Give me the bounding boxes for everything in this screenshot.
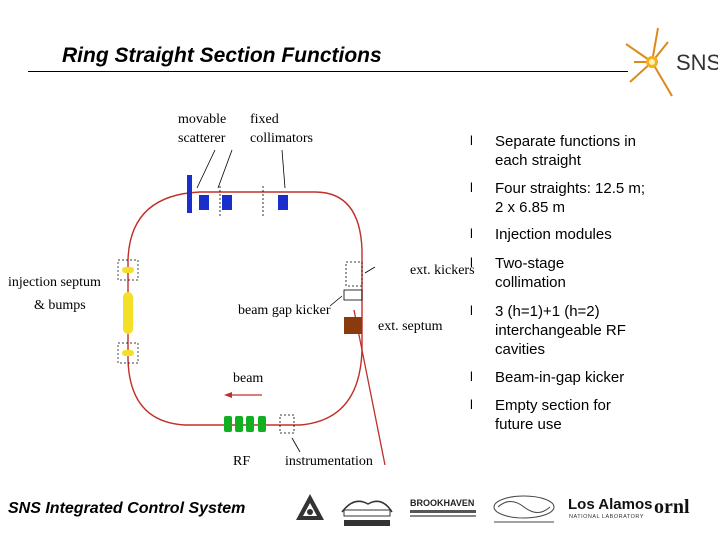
- bullet-glyph: l: [470, 255, 473, 270]
- bullet-glyph: l: [470, 226, 473, 241]
- los-alamos-logo-subtext: NATIONAL LABORATORY: [569, 514, 644, 520]
- label-beam: beam: [233, 371, 264, 386]
- ring-diagram: [117, 149, 386, 466]
- ornl-logo-text: ornl: [654, 496, 690, 518]
- title-divider: [28, 71, 628, 72]
- bullet-text: Beam-in-gap kicker: [495, 369, 625, 386]
- label-ext-kickers: ext. kickers: [410, 263, 475, 278]
- ring-outline: [127, 191, 363, 426]
- bullet-text: Two-stage collimation: [495, 255, 566, 291]
- label-instrumentation: instrumentation: [285, 454, 373, 469]
- label-injection-septum: injection septum: [8, 275, 101, 290]
- beam-gap-kicker: [343, 289, 363, 301]
- collimator-3: [278, 195, 288, 210]
- bullet-glyph: l: [470, 303, 473, 318]
- label-bumps: & bumps: [34, 298, 86, 313]
- ext-septum: [344, 317, 362, 334]
- footer-title: SNS Integrated Control System: [8, 500, 246, 517]
- rf-cavity-2: [235, 416, 243, 432]
- ext-kicker-1: [345, 261, 363, 287]
- page-title: Ring Straight Section Functions: [62, 44, 382, 67]
- bullet-glyph: l: [470, 133, 473, 148]
- sns-logo-text: SNS: [676, 50, 718, 75]
- los-alamos-logo: Los Alamos NATIONAL LABORATORY: [568, 496, 652, 522]
- rf-cavity-1: [224, 416, 232, 432]
- sns-logo: SNS: [625, 27, 718, 97]
- bullet-glyph: l: [470, 397, 473, 412]
- jefferson-lab-logo: [493, 495, 555, 523]
- label-fixed: fixed: [250, 112, 279, 127]
- label-collimators: collimators: [250, 131, 313, 146]
- bullet-text: 3 (h=1)+1 (h=2) interchangeable RF cavit…: [495, 303, 626, 358]
- beam-arrowhead: [224, 392, 232, 398]
- label-movable: movable: [178, 112, 227, 127]
- extraction-line: [353, 309, 386, 466]
- instrumentation-box: [279, 414, 295, 434]
- collimator-1: [199, 195, 209, 210]
- collimator-2: [222, 195, 232, 210]
- rf-cavity-3: [246, 416, 254, 432]
- label-scatterer: scatterer: [178, 131, 226, 146]
- los-alamos-logo-text: Los Alamos: [568, 496, 653, 513]
- bullet-glyph: l: [470, 180, 473, 195]
- injection-bump-top: [122, 267, 134, 273]
- injection-bump-bottom: [122, 350, 134, 356]
- injection-septum: [123, 292, 133, 334]
- bullet-glyph: l: [470, 369, 473, 384]
- bullet-text: Separate functions in each straight: [495, 133, 636, 169]
- label-beam-gap-kicker: beam gap kicker: [238, 303, 331, 318]
- brookhaven-logo: BROOKHAVEN: [410, 498, 480, 520]
- ornl-logo: ornl: [654, 496, 714, 522]
- bullet-text: Four straights: 12.5 m; 2 x 6.85 m: [495, 180, 646, 216]
- movable-scatterer: [187, 175, 192, 213]
- rf-cavity-4: [258, 416, 266, 432]
- bullet-text: Injection modules: [495, 226, 612, 243]
- brookhaven-logo-text: BROOKHAVEN: [410, 498, 475, 508]
- label-rf: RF: [233, 454, 251, 469]
- berkeley-lab-logo: [341, 500, 393, 526]
- label-ext-septum: ext. septum: [378, 319, 443, 334]
- argonne-logo: [296, 494, 324, 520]
- bullet-text: Empty section for future use: [495, 397, 611, 433]
